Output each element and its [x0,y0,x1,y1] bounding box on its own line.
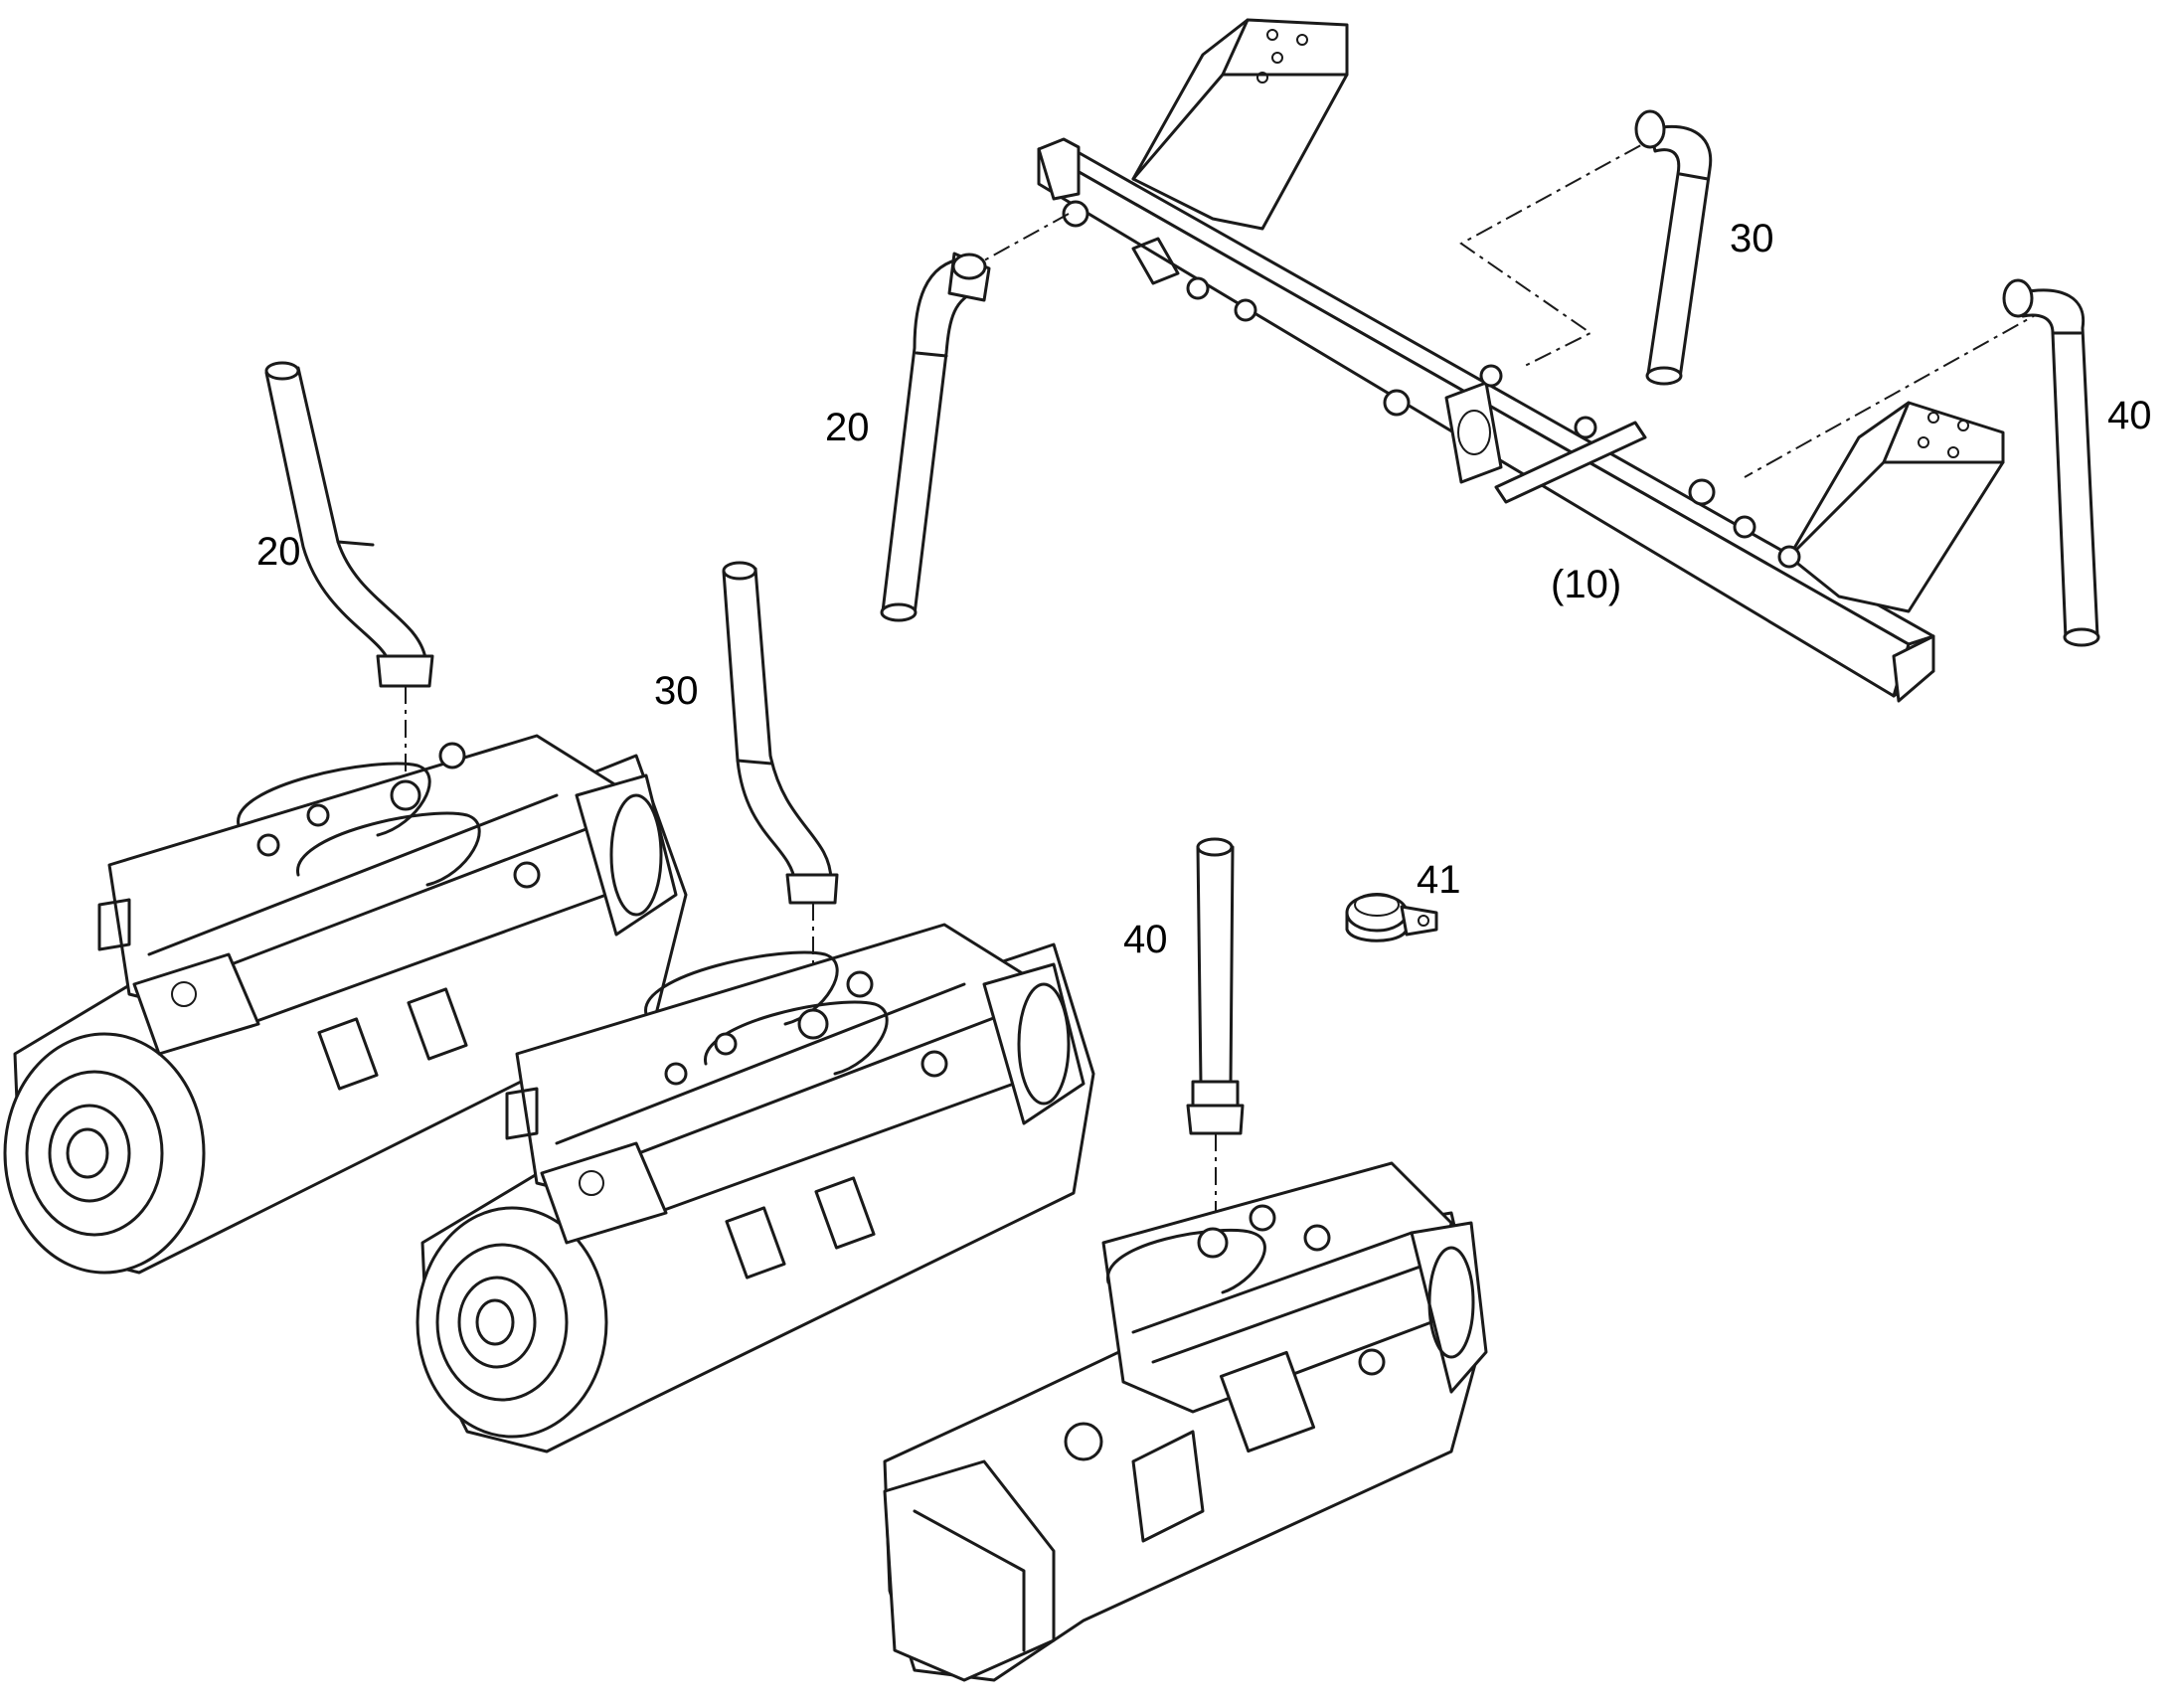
clamp-41 [1345,893,1438,942]
manifold-assembly [983,18,2049,703]
hydraulic-pump-left [3,734,688,1275]
hose-30-mid [722,561,839,1024]
callout-clamp-41: 41 [1417,858,1461,902]
manifold-fittings [1062,200,1801,569]
hose-40-low [1186,837,1245,1233]
hose-30-upper [1634,109,1713,386]
callout-hose-40-low: 40 [1123,918,1168,961]
hose-20-left [264,361,434,785]
hose-20-upper [880,252,991,622]
hydraulic-pump-right [883,1161,1488,1682]
callout-hose-40-upper: 40 [2107,394,2152,437]
callout-manifold-10: (10) [1551,563,1622,606]
callout-hose-30-mid: 30 [654,669,699,713]
hydraulic-pump-middle [416,923,1095,1453]
hose-40-upper [2002,278,2100,647]
callout-hose-20-upper: 20 [825,406,870,449]
callout-hose-30-upper: 30 [1730,217,1774,260]
callout-hose-20-left: 20 [256,530,301,574]
